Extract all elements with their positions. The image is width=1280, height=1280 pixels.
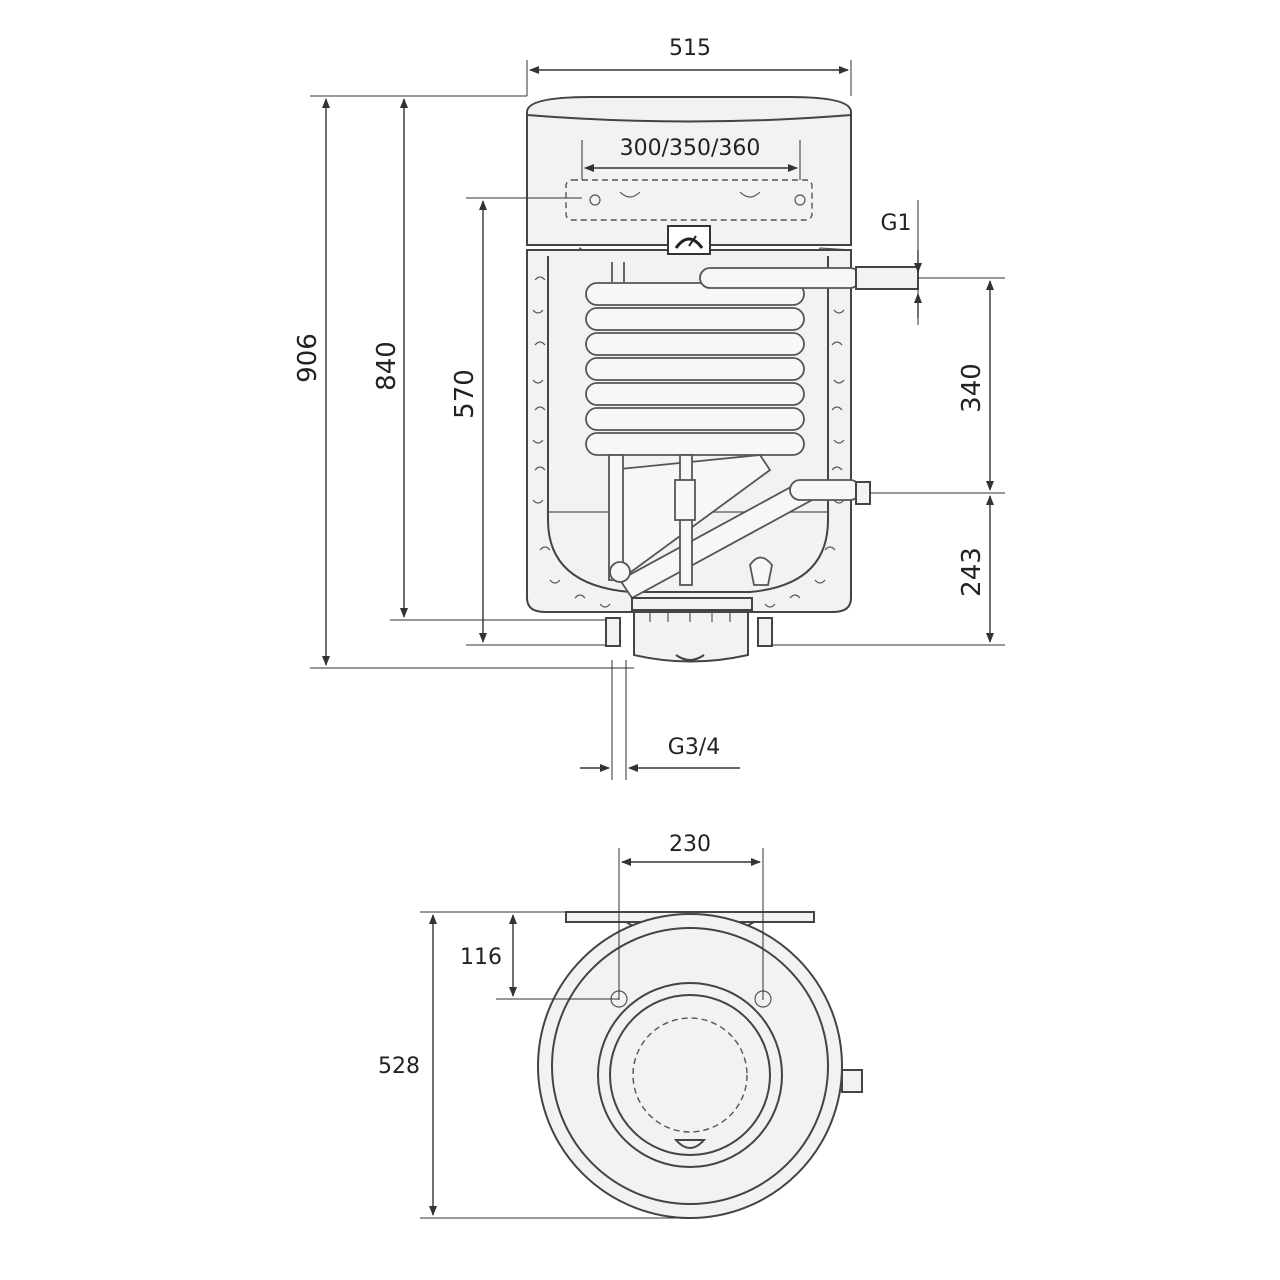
dim-width-230: 230: [669, 832, 711, 857]
thermometer-gauge-icon: [667, 225, 711, 255]
dim-g1: G1: [880, 211, 911, 236]
top-view: 230 116 528: [378, 832, 863, 1219]
dim-g34: G3/4: [668, 735, 720, 760]
dim-height-243: 243: [957, 547, 987, 597]
dim-depth-116: 116: [460, 945, 502, 970]
dim-height-340: 340: [957, 363, 987, 413]
dim-height-570: 570: [450, 369, 480, 419]
bottom-flange: [605, 597, 773, 663]
dim-diameter-528: 528: [378, 1054, 420, 1079]
dim-height-840: 840: [372, 341, 402, 391]
dim-height-906: 906: [293, 333, 323, 383]
heat-exchanger-coil: [585, 262, 861, 600]
dim-bracket-spacing: 300/350/360: [620, 136, 761, 161]
dim-width-515: 515: [669, 36, 711, 61]
side-view: 515 300/350/360 906 840 570 G1 340 243 G…: [293, 36, 1005, 780]
